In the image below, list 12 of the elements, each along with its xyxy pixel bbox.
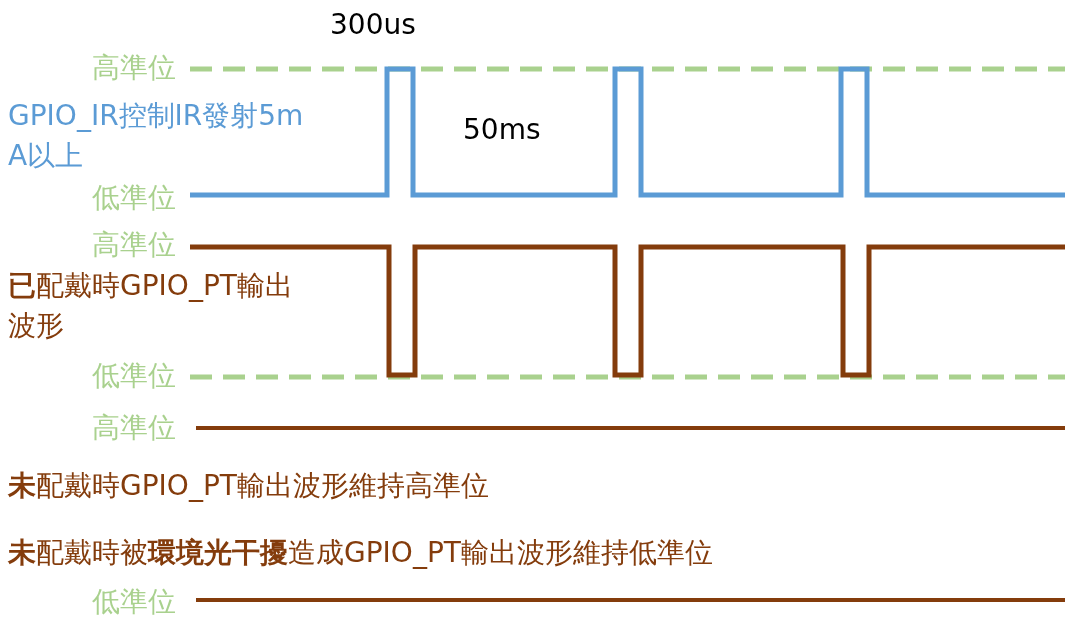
level-label: 高準位 xyxy=(91,227,176,263)
signal-label: GPIO_IR控制IR發射5mA以上 xyxy=(8,98,305,174)
level-label: 高準位 xyxy=(91,50,176,86)
level-label: 低準位 xyxy=(91,180,176,216)
note-text: 未配戴時被環境光干擾造成GPIO_PT輸出波形維持低準位 xyxy=(8,535,713,571)
note-text: 未配戴時GPIO_PT輸出波形維持高準位 xyxy=(8,468,489,504)
timing-label: 300us xyxy=(330,7,416,43)
signal-label: 已配戴時GPIO_PT輸出波形 xyxy=(8,268,293,344)
level-label: 低準位 xyxy=(91,584,176,620)
timing-label: 50ms xyxy=(463,112,541,148)
level-label: 高準位 xyxy=(91,410,176,446)
level-label: 低準位 xyxy=(91,358,176,394)
